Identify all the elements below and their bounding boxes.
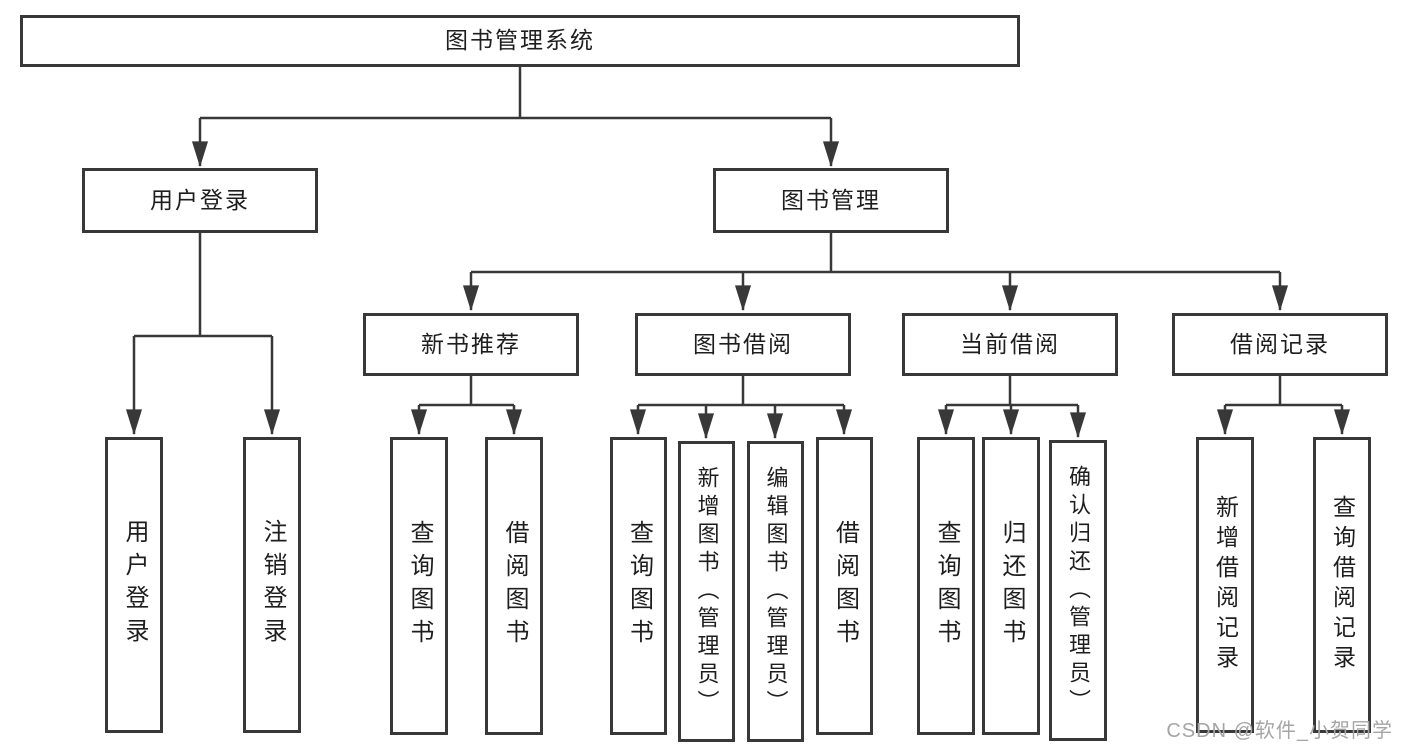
node-book-management: 图书管理 xyxy=(713,168,949,233)
node-leaf-query-book-borrow: 查询图书 xyxy=(610,437,667,735)
node-label: 编辑图书（管理员） xyxy=(763,465,789,718)
node-label: 图书借阅 xyxy=(693,330,793,357)
node-label: 查询图书 xyxy=(933,520,960,652)
node-root: 图书管理系统 xyxy=(20,15,1020,67)
node-leaf-query-book-current: 查询图书 xyxy=(917,437,975,735)
node-leaf-query-book-recommend: 查询图书 xyxy=(390,437,448,735)
node-leaf-query-borrow-record: 查询借阅记录 xyxy=(1313,437,1371,733)
node-label: 查询图书 xyxy=(406,520,433,652)
node-borrow-record: 借阅记录 xyxy=(1172,313,1388,376)
node-label: 新增图书（管理员） xyxy=(694,465,720,718)
connector-trunk-lines xyxy=(134,67,1342,407)
node-label: 查询借阅记录 xyxy=(1329,495,1356,675)
node-label: 新增借阅记录 xyxy=(1212,495,1239,675)
node-label: 查询图书 xyxy=(625,520,653,652)
node-book-borrow: 图书借阅 xyxy=(635,313,851,376)
node-label: 归还图书 xyxy=(998,520,1025,652)
node-leaf-add-borrow-record: 新增借阅记录 xyxy=(1196,437,1254,733)
node-leaf-return-book: 归还图书 xyxy=(982,437,1040,735)
node-label: 注销登录 xyxy=(259,519,286,651)
node-label: 借阅图书 xyxy=(501,520,528,652)
node-label: 图书管理 xyxy=(781,186,881,213)
connector-arrows xyxy=(125,118,1351,440)
node-new-book-recommend: 新书推荐 xyxy=(363,313,579,376)
node-leaf-user-login: 用户登录 xyxy=(105,437,163,733)
node-label: 用户登录 xyxy=(121,519,148,651)
node-label: 用户登录 xyxy=(150,186,250,213)
node-label: 借阅记录 xyxy=(1230,330,1330,357)
node-leaf-borrow-book-borrow: 借阅图书 xyxy=(816,437,873,735)
node-leaf-logout: 注销登录 xyxy=(243,437,301,733)
node-label: 借阅图书 xyxy=(831,520,859,652)
node-leaf-borrow-book-recommend: 借阅图书 xyxy=(485,437,543,735)
node-label: 图书管理系统 xyxy=(445,27,595,54)
node-leaf-edit-book-admin: 编辑图书（管理员） xyxy=(747,441,804,742)
node-user-login: 用户登录 xyxy=(82,168,318,233)
node-label: 确认归还（管理员） xyxy=(1066,464,1091,717)
node-current-borrow: 当前借阅 xyxy=(902,313,1118,376)
node-label: 当前借阅 xyxy=(960,330,1060,357)
node-label: 新书推荐 xyxy=(421,330,521,357)
csdn-watermark: CSDN @软件_小贺同学 xyxy=(1166,720,1393,742)
node-leaf-add-book-admin: 新增图书（管理员） xyxy=(678,441,735,742)
node-leaf-confirm-return-admin: 确认归还（管理员） xyxy=(1049,440,1107,741)
